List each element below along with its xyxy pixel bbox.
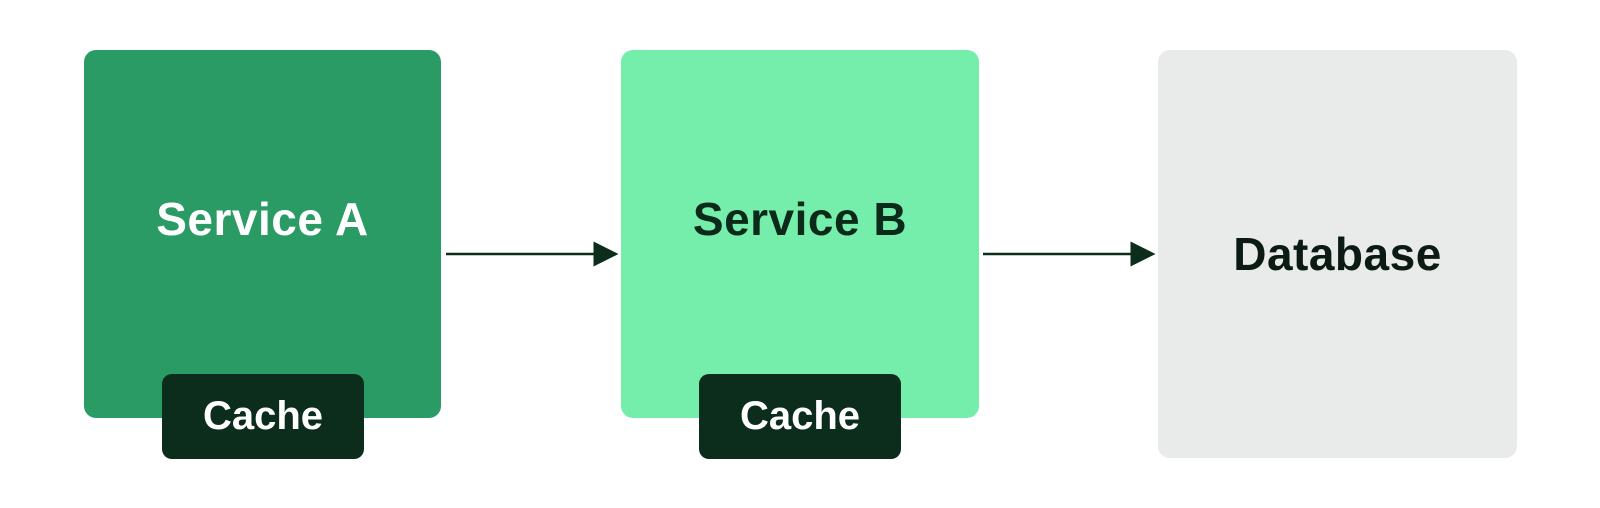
database-label: Database	[1233, 228, 1442, 280]
service-b-cache-label: Cache	[739, 394, 861, 438]
service-a-label: Service A	[156, 193, 369, 245]
service-a-node: Service A	[84, 50, 441, 418]
service-a-cache: Cache	[162, 374, 364, 459]
database-node: Database	[1158, 50, 1517, 458]
service-a-cache-label: Cache	[202, 394, 324, 438]
service-b-label: Service B	[692, 193, 908, 245]
service-b-node: Service B	[621, 50, 979, 418]
service-b-cache: Cache	[699, 374, 901, 459]
